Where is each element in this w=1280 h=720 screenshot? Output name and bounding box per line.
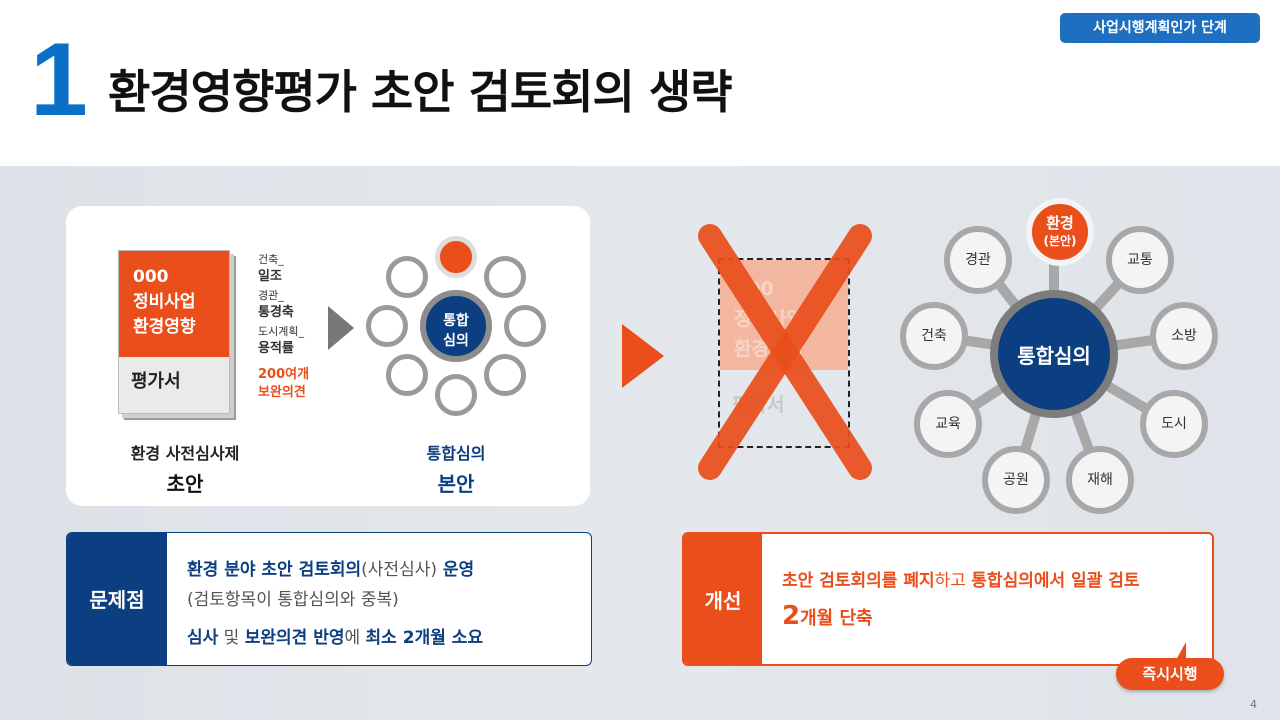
problem-label: 문제점 (67, 533, 167, 665)
network-node-traffic: 교통 (1106, 226, 1174, 294)
improvement-text: 초안 검토회의를 폐지하고 통합심의에서 일괄 검토 2개월 단축 (782, 566, 1140, 631)
page-title: 환경영향평가 초안 검토회의 생략 (108, 65, 733, 119)
review-item-value: 일조 (258, 269, 282, 284)
network-node (386, 256, 428, 298)
book-line: 환경영향 (133, 317, 196, 337)
problem-line3-b: 및 (218, 628, 245, 648)
network-node-landscape: 경관 (944, 226, 1012, 294)
improvement-box: 개선 초안 검토회의를 폐지하고 통합심의에서 일괄 검토 2개월 단축 (682, 532, 1214, 666)
review-item-field: 건축_ (258, 253, 284, 266)
immediate-implementation-badge: 즉시시행 (1116, 658, 1224, 690)
caption-draft: 초안 (166, 472, 204, 496)
caption-integration: 통합심의 (426, 444, 486, 463)
env-node-sub: (본안) (1043, 234, 1077, 248)
book-line: 정비사업 (133, 292, 196, 312)
problem-text: 환경 분야 초안 검토회의(사전심사) 운영 (검토항목이 통합심의와 중복) … (187, 555, 483, 653)
problem-line3-c: 보완의견 반영 (244, 628, 345, 648)
cross-out-icon (698, 224, 872, 480)
book-line: 000 (133, 267, 169, 287)
caption-prereview: 환경 사전심사제 (130, 444, 240, 463)
arrow-right-icon (328, 306, 354, 350)
network-node-park: 공원 (982, 446, 1050, 514)
improvement-line1-c: 통합심의에서 일괄 검토 (971, 571, 1140, 591)
book-cover-title: 000 정비사업 환경영향 (119, 251, 229, 357)
network-node-environment: 환경 (본안) (1026, 198, 1094, 266)
problem-line3-e: 최소 2개월 소요 (365, 628, 484, 648)
network-node-urban: 도시 (1140, 390, 1208, 458)
network-node (504, 305, 546, 347)
hub-line: 통합 (443, 313, 469, 329)
arrow-right-icon (622, 324, 664, 388)
section-number: 1 (30, 22, 88, 138)
network-node (435, 374, 477, 416)
caption-main: 본안 (437, 472, 475, 496)
env-node-label: 환경 (1046, 214, 1074, 232)
improvement-months-number: 2 (782, 601, 801, 631)
problem-box: 문제점 환경 분야 초안 검토회의(사전심사) 운영 (검토항목이 통합심의와 … (66, 532, 592, 666)
review-item-field: 경관_ (258, 289, 284, 302)
network-node (484, 256, 526, 298)
assessment-book-icon: 000 정비사업 환경영향 평가서 (118, 250, 230, 414)
improvement-line1-b: 하고 (934, 571, 972, 591)
small-hub: 통합 심의 (420, 290, 492, 362)
page-number: 4 (1250, 698, 1257, 711)
network-node (386, 354, 428, 396)
stage-badge: 사업시행계획인가 단계 (1060, 13, 1260, 43)
network-node-fire: 소방 (1150, 302, 1218, 370)
improvement-months-label: 개월 단축 (800, 608, 873, 629)
review-note: 200여개 (258, 367, 310, 382)
problem-line3-d: 에 (344, 628, 366, 648)
improvement-label: 개선 (684, 534, 762, 664)
problem-line1-tail: 운영 (436, 560, 475, 580)
review-item-value: 통경축 (258, 305, 294, 320)
problem-line2: (검토항목이 통합심의와 중복) (187, 590, 399, 610)
problem-line1-normal: (사전심사) (361, 560, 437, 580)
network-node-building: 건축 (900, 302, 968, 370)
callout-tail (1176, 642, 1186, 660)
network-node (484, 354, 526, 396)
network-node-disaster: 재해 (1066, 446, 1134, 514)
improvement-line1-a: 초안 검토회의를 폐지 (782, 571, 935, 591)
network-node (366, 305, 408, 347)
problem-line3-a: 심사 (187, 628, 219, 648)
book-subtitle: 평가서 (131, 371, 181, 392)
network-node-env (435, 236, 477, 278)
hub-line: 심의 (443, 333, 469, 349)
integration-hub: 통합심의 (990, 290, 1118, 418)
review-item-value: 용적률 (258, 341, 294, 356)
small-integration-network: 통합 심의 (366, 236, 546, 416)
integration-network: 환경 (본안) 경관 교통 건축 소방 교육 도시 공원 재해 통합심의 (890, 190, 1234, 534)
network-node-education: 교육 (914, 390, 982, 458)
review-items: 건축_ 일조 경관_ 통경축 도시계획_ 용적률 200여개 보완의견 (258, 252, 338, 402)
review-note: 보완의견 (258, 385, 306, 400)
header: 1 환경영향평가 초안 검토회의 생략 사업시행계획인가 단계 (0, 0, 1280, 166)
problem-line1-bold: 환경 분야 초안 검토회의 (187, 560, 362, 580)
review-item-field: 도시계획_ (258, 325, 304, 338)
